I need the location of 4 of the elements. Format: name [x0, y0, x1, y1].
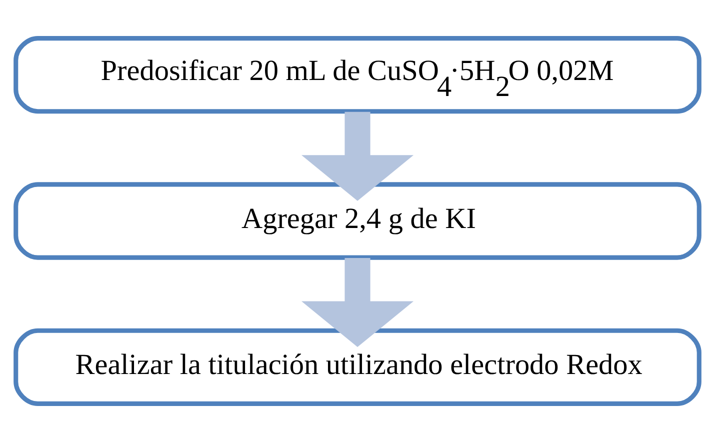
node-box: Realizar la titulación utilizando electrodo Redox: [14, 328, 702, 406]
node-box: Agregar 2,4 g de KI: [14, 182, 702, 260]
arrow: [301, 258, 414, 347]
arrow: [301, 111, 414, 200]
